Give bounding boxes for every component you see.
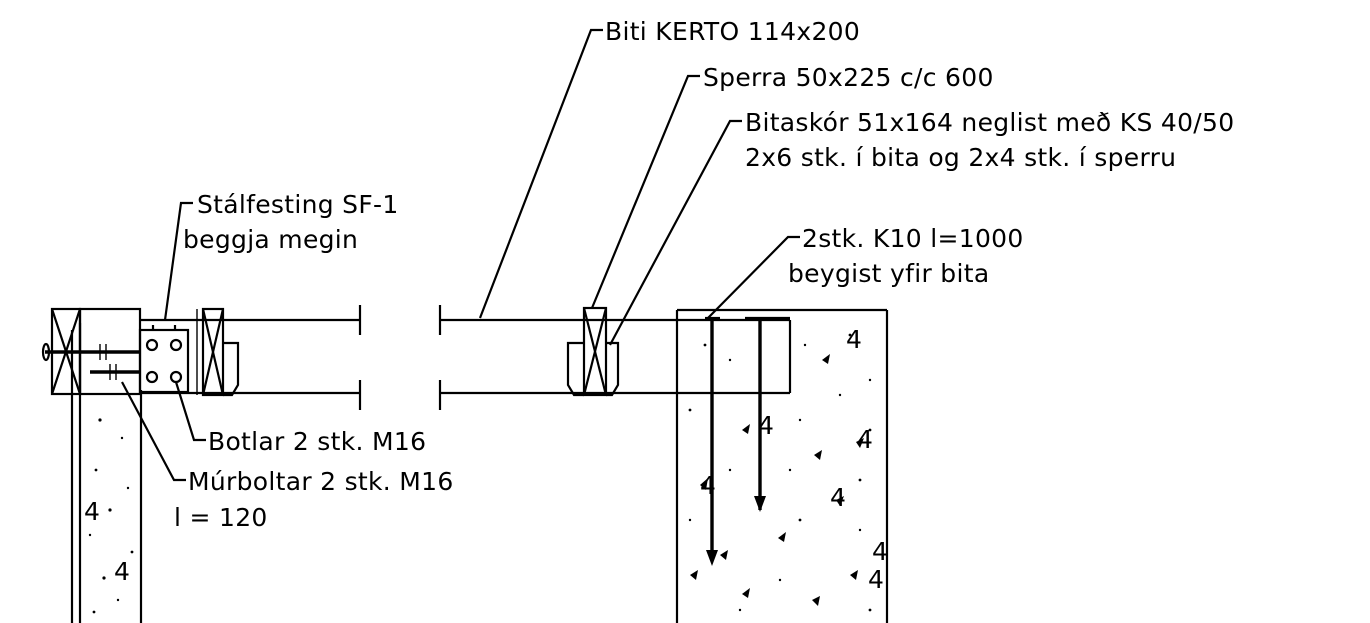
concrete-mark: 4 xyxy=(868,565,884,594)
masonry-bolts-label-line1: Múrboltar 2 stk. M16 xyxy=(188,467,454,496)
steel-bracket-label-line2: beggja megin xyxy=(183,225,358,254)
right-concrete-wall: 4 4 4 4 4 4 4 xyxy=(675,308,889,623)
rafter-label: Sperra 50x225 c/c 600 xyxy=(703,63,994,92)
beam-label: Biti KERTO 114x200 xyxy=(605,17,860,46)
beam-right-segment xyxy=(438,305,792,410)
rafter-left xyxy=(196,307,240,397)
beam-left-segment xyxy=(140,305,362,410)
concrete-mark: 4 xyxy=(84,497,100,526)
leader-lines xyxy=(121,28,800,482)
rafter-middle xyxy=(566,306,620,397)
concrete-mark: 4 xyxy=(700,471,716,500)
concrete-mark: 4 xyxy=(758,411,774,440)
rebar-label-line2: beygist yfir bita xyxy=(788,259,989,288)
hanger-label-line2: 2x6 stk. í bita og 2x4 stk. í sperru xyxy=(745,143,1176,172)
hanger-label-line1: Bitaskór 51x164 neglist með KS 40/50 xyxy=(745,108,1234,137)
steel-bracket xyxy=(138,325,190,394)
rebar-label-line1: 2stk. K10 l=1000 xyxy=(802,224,1024,253)
bolts-label: Botlar 2 stk. M16 xyxy=(208,427,426,456)
concrete-mark: 4 xyxy=(830,483,846,512)
left-concrete-wall: 4 4 xyxy=(70,323,143,623)
steel-bracket-label-line1: Stálfesting SF-1 xyxy=(197,190,399,219)
concrete-mark: 4 xyxy=(846,325,862,354)
concrete-mark: 4 xyxy=(114,557,130,586)
concrete-mark: 4 xyxy=(872,537,888,566)
concrete-mark: 4 xyxy=(857,425,873,454)
masonry-bolts xyxy=(41,342,140,380)
masonry-bolts-label-line2: l = 120 xyxy=(174,503,268,532)
